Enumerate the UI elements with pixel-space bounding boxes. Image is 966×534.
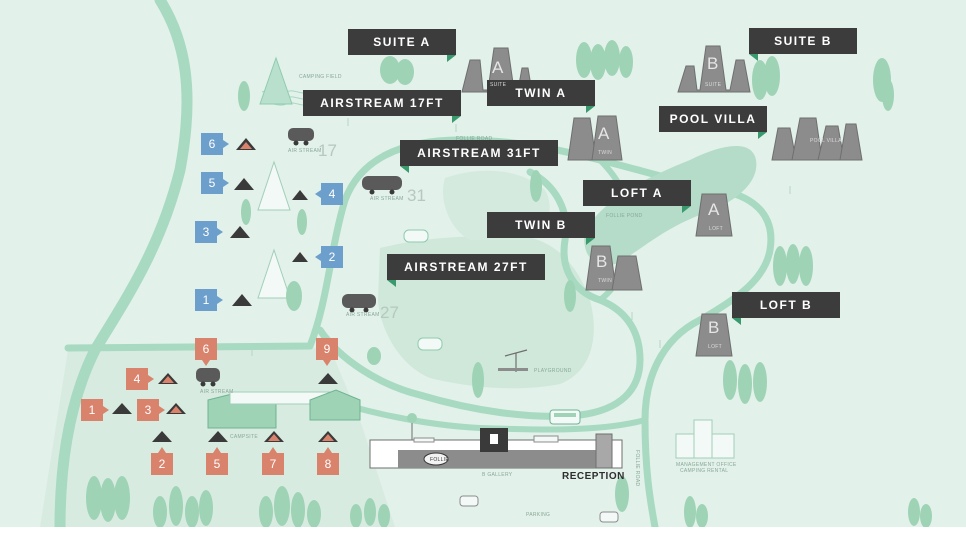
- tiny-campsite: CAMPSITE: [230, 434, 258, 440]
- site-marker-red-4[interactable]: 4: [126, 368, 154, 390]
- tiny-follie-pond: FOLLIE POND: [606, 213, 643, 219]
- grass-marks: [251, 118, 791, 356]
- tiny-suite-a: SUITE: [490, 82, 507, 88]
- tiny-suite-b: SUITE: [705, 82, 722, 88]
- tiny-logo: FOLLIE: [430, 457, 450, 463]
- loft-b-building: [695, 313, 733, 357]
- tiny-playground: PLAYGROUND: [534, 368, 572, 374]
- camping-field-triangle-1: [259, 56, 293, 105]
- tiny-b-gallery: B GALLERY: [482, 472, 513, 478]
- airstream-trailers: [196, 128, 443, 387]
- label-pool-villa[interactable]: POOL VILLA: [659, 106, 767, 139]
- site-marker-red-9[interactable]: 9: [316, 338, 338, 366]
- pool-villa-building-2: [791, 117, 823, 161]
- twin-b-building: [585, 245, 617, 291]
- playground: [498, 349, 528, 372]
- camping-buildings: [207, 389, 361, 429]
- tents: [112, 138, 338, 442]
- building-letter-twin-b: B: [596, 252, 608, 271]
- label-loft-b[interactable]: LOFT B: [732, 292, 840, 325]
- camping-field-triangle-2: [257, 160, 291, 211]
- twin-a-building: [567, 117, 597, 161]
- airstream-size-27: 27: [380, 303, 399, 322]
- label-loft-a[interactable]: LOFT A: [583, 180, 691, 213]
- tiny-follie-road-side: FOLLIE ROAD: [634, 450, 640, 487]
- trees: [86, 40, 932, 528]
- building-letter-suite-b: B: [707, 54, 719, 73]
- site-marker-red-3[interactable]: 3: [137, 399, 165, 421]
- site-marker-blue-2[interactable]: 2: [315, 246, 343, 268]
- site-marker-red-1[interactable]: 1: [81, 399, 109, 421]
- label-reception[interactable]: RECEPTION: [562, 471, 625, 482]
- site-marker-red-2[interactable]: 2: [151, 447, 173, 475]
- tiny-camping-field: CAMPING FIELD: [299, 74, 342, 80]
- site-marker-blue-4[interactable]: 4: [315, 183, 343, 205]
- bottom-band: [0, 527, 966, 534]
- label-airstream-27ft[interactable]: AIRSTREAM 27FT: [387, 254, 545, 287]
- twin-b-building-2: [611, 255, 643, 291]
- tiny-air-stream-31: AIR STREAM: [370, 196, 404, 202]
- airstream-size-17: 17: [318, 141, 337, 160]
- site-marker-blue-1[interactable]: 1: [195, 289, 223, 311]
- site-marker-blue-3[interactable]: 3: [195, 221, 223, 243]
- tiny-loft-a: LOFT: [709, 226, 723, 232]
- label-twin-a[interactable]: TWIN A: [487, 80, 595, 113]
- loft-a-building: [695, 193, 733, 237]
- building-letter-loft-a: A: [708, 200, 720, 219]
- pool-villa-building: [771, 127, 797, 161]
- label-airstream-31ft[interactable]: AIRSTREAM 31FT: [400, 140, 558, 173]
- suite-b-building: [677, 45, 751, 93]
- tiny-parking: PARKING: [526, 512, 551, 518]
- tiny-loft-b: LOFT: [708, 344, 722, 350]
- building-letter-twin-a: A: [598, 124, 610, 143]
- tiny-camping-rental: CAMPING RENTAL: [680, 468, 729, 474]
- management-office: [675, 419, 735, 459]
- tiny-air-stream-27: AIR STREAM: [346, 312, 380, 318]
- site-marker-red-8[interactable]: 8: [317, 447, 339, 475]
- reception-building: [369, 413, 623, 469]
- site-marker-blue-5[interactable]: 5: [201, 172, 229, 194]
- tiny-follie-road-top: FOLLIE ROAD: [456, 136, 493, 142]
- building-letter-suite-a: A: [492, 58, 504, 77]
- site-marker-red-5[interactable]: 5: [206, 447, 228, 475]
- label-airstream-17ft[interactable]: AIRSTREAM 17FT: [303, 90, 461, 123]
- pool-villa-building-3: [817, 125, 845, 161]
- accommodation-buildings: [461, 45, 863, 357]
- site-marker-blue-6[interactable]: 6: [201, 133, 229, 155]
- building-letter-loft-b: B: [708, 318, 720, 337]
- road-west: [54, 0, 193, 533]
- tiny-air-stream-17: AIR STREAM: [288, 148, 322, 154]
- tiny-twin-a: TWIN: [598, 150, 612, 156]
- road-inner-loop: [316, 168, 644, 420]
- tiny-pool-villa: POOL VILLA: [810, 138, 842, 144]
- vehicles: [459, 409, 619, 523]
- twin-a-building-2: [591, 115, 623, 161]
- tiny-management-office: MANAGEMENT OFFICE: [676, 462, 737, 468]
- pool-villa-building-4: [839, 123, 863, 161]
- label-suite-a[interactable]: SUITE A: [348, 29, 456, 62]
- label-twin-b[interactable]: TWIN B: [487, 212, 595, 245]
- camping-field-triangle-3: [257, 248, 291, 299]
- suite-a-building: [461, 47, 533, 93]
- label-suite-b[interactable]: SUITE B: [749, 28, 857, 61]
- tiny-twin-b: TWIN: [598, 278, 612, 284]
- airstream-size-31: 31: [407, 186, 426, 205]
- site-marker-red-7[interactable]: 7: [262, 447, 284, 475]
- site-marker-red-6[interactable]: 6: [195, 338, 217, 366]
- tiny-air-stream-red: AIR STREAM: [200, 389, 234, 395]
